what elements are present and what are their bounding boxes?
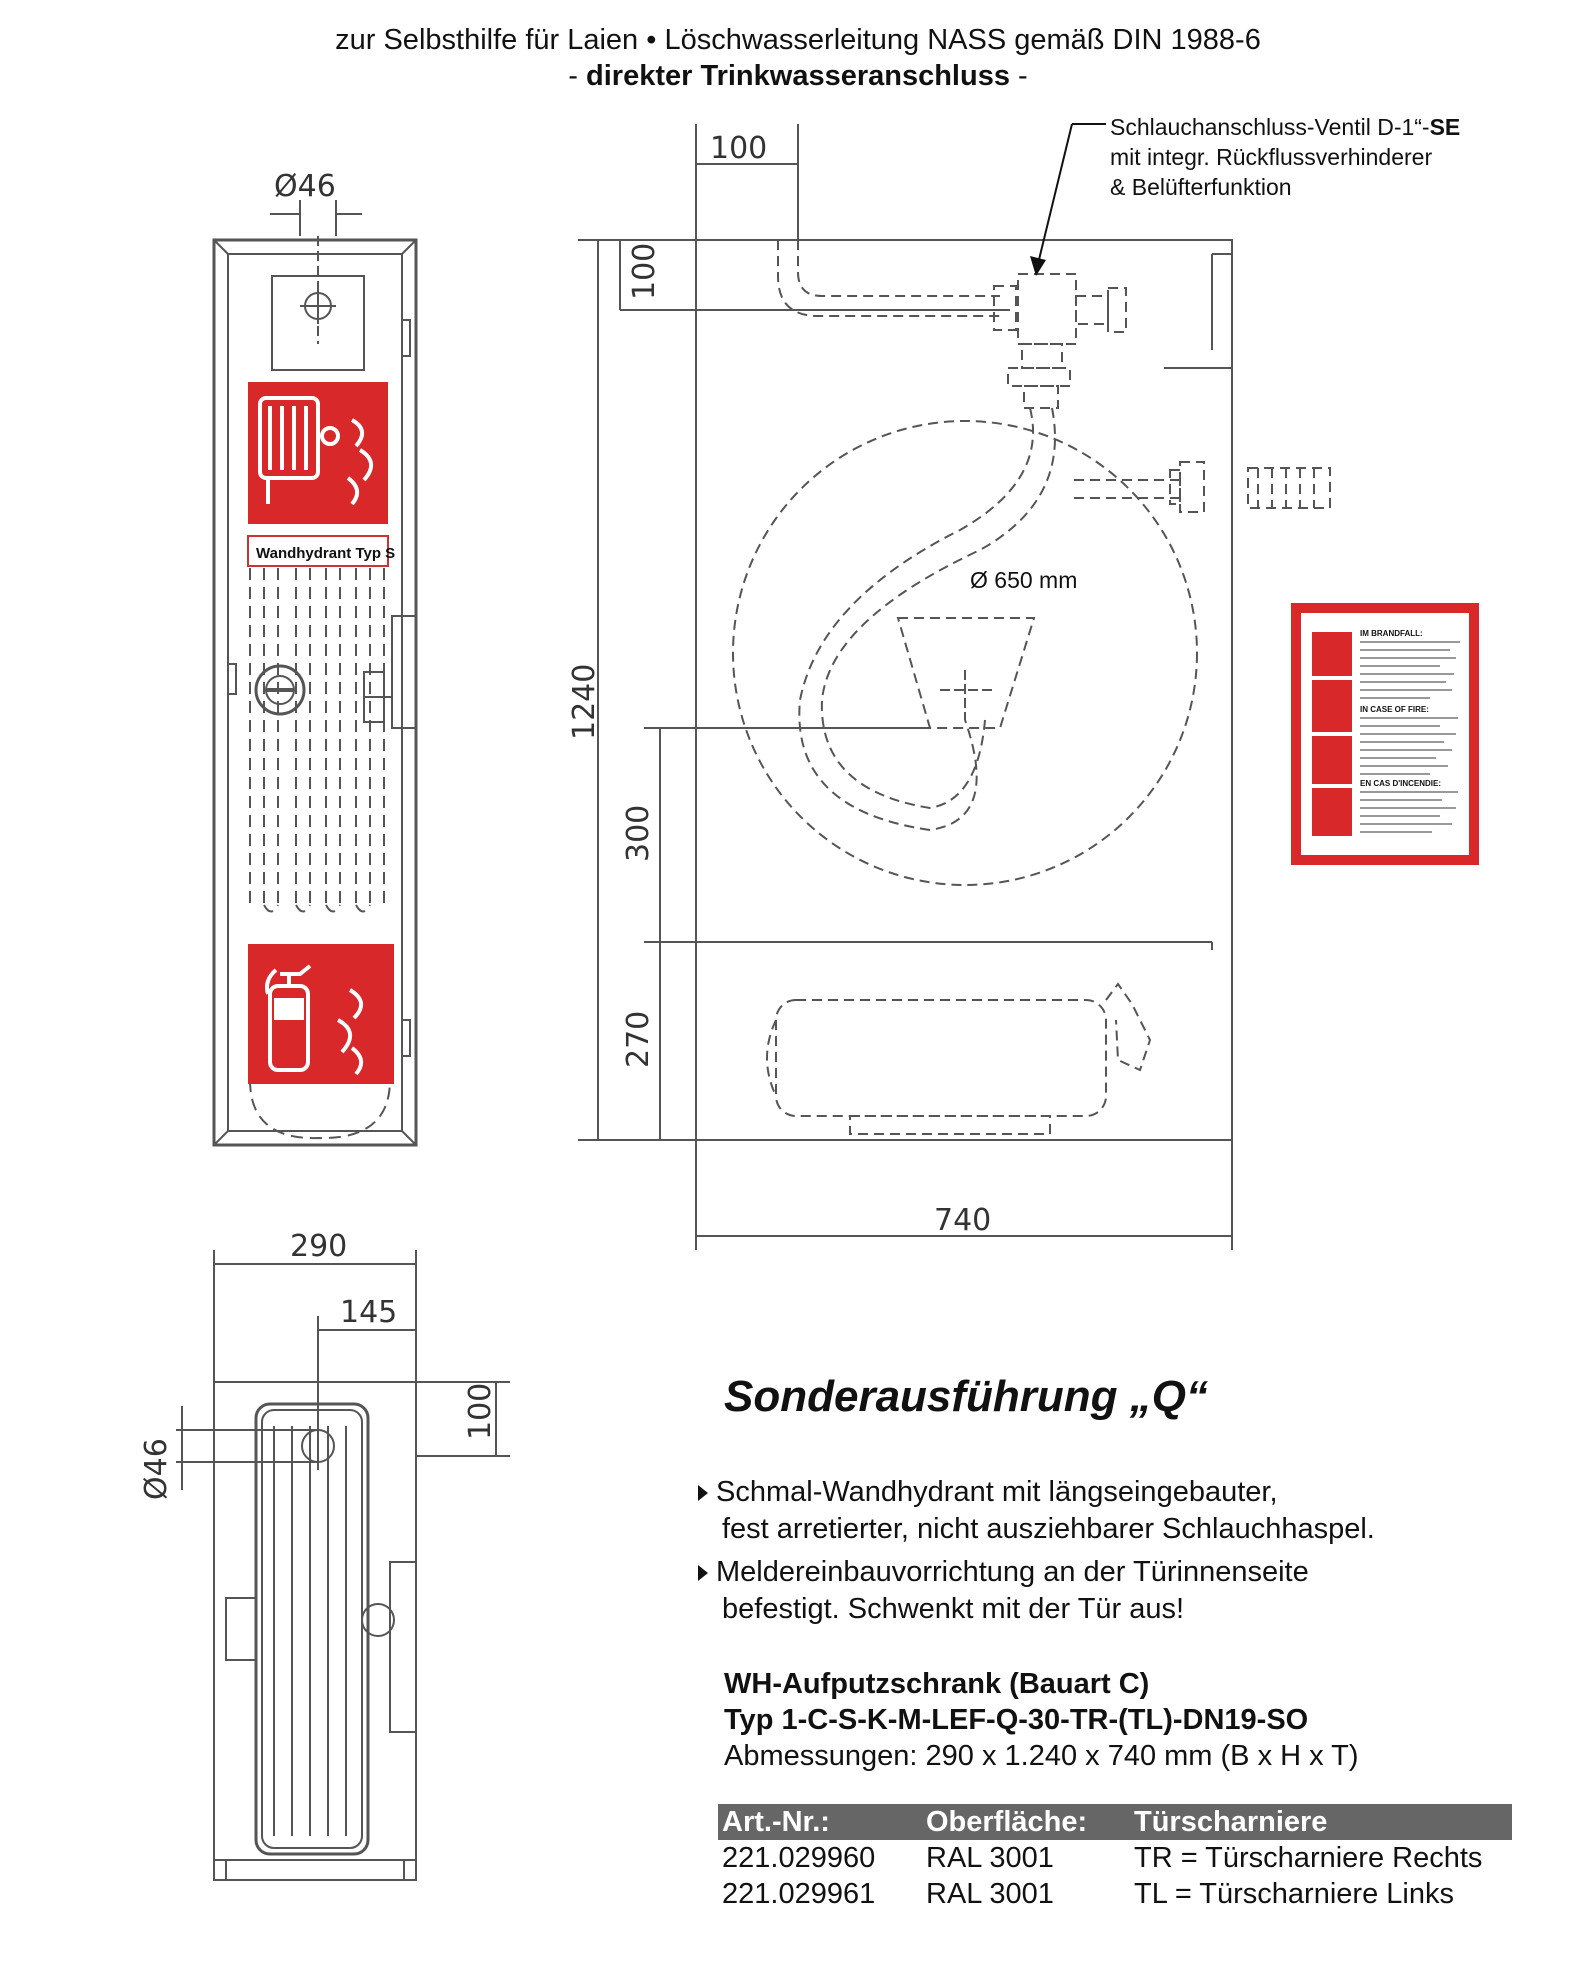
header-tuerscharniere: Türscharniere — [1130, 1804, 1512, 1840]
table-header-row: Art.-Nr.: Oberfläche: Türscharniere — [718, 1804, 1512, 1840]
feature-bullet-2: Meldereinbauvorrichtung an der Türinnens… — [698, 1554, 1309, 1628]
cell-oberflaeche: RAL 3001 — [926, 1841, 1054, 1874]
table-row: 221.029961 RAL 3001 TL = Türscharniere L… — [718, 1876, 1512, 1912]
cell-tuerscharniere: TL = Türscharniere Links — [1134, 1877, 1454, 1910]
annotation-line-1: Schlauchanschluss-Ventil D-1“-SE — [1110, 114, 1461, 140]
header-line-2: - direkter Trinkwasseranschluss - — [568, 60, 1028, 92]
bullet-arrow-icon — [698, 1485, 708, 1502]
hose-reel-icon — [258, 396, 373, 506]
dim-d46-top: Ø46 — [274, 169, 336, 204]
fire-extinguisher-sign — [248, 944, 394, 1084]
dim-740: 740 — [934, 1203, 991, 1238]
header-oberflaeche: Oberfläche: — [922, 1804, 1130, 1840]
spec-line-1: WH-Aufputzschrank (Bauart C) — [724, 1668, 1150, 1700]
sign-heading-1: IM BRANDFALL: — [1360, 629, 1423, 638]
dim-300: 300 — [621, 805, 656, 862]
dim-145: 145 — [340, 1295, 397, 1330]
cabinet-label-text: Wandhydrant Typ S — [256, 545, 395, 562]
sign-heading-3: EN CAS D'INCENDIE: — [1360, 779, 1441, 788]
annotation-line-2: mit integr. Rückflussverhinderer — [1110, 144, 1433, 170]
specification-block: WH-Aufputzschrank (Bauart C) Typ 1-C-S-K… — [724, 1666, 1359, 1774]
product-title: Sonderausführung „Q“ — [724, 1372, 1208, 1421]
feature-bullet-1: Schmal-Wandhydrant mit längseingebauter,… — [698, 1474, 1375, 1548]
dim-100-left: 100 — [627, 243, 662, 300]
article-table: Art.-Nr.: Oberfläche: Türscharniere 221.… — [718, 1804, 1512, 1912]
front-view-cabinet — [212, 200, 418, 1147]
spec-line-3: Abmessungen: 290 x 1.240 x 740 mm (B x H… — [724, 1740, 1359, 1772]
top-view-cabinet — [176, 1250, 510, 1881]
dim-1240: 1240 — [567, 664, 602, 740]
cell-art-nr: 221.029961 — [722, 1877, 876, 1910]
header-art-nr: Art.-Nr.: — [718, 1804, 922, 1840]
instruction-sign — [1291, 603, 1479, 865]
fire-extinguisher-icon — [265, 964, 364, 1076]
dim-290: 290 — [290, 1229, 347, 1264]
document-header: zur Selbsthilfe für Laien • Löschwasserl… — [0, 22, 1596, 94]
cabinet-label-box — [247, 535, 389, 567]
sign-heading-2: IN CASE OF FIRE: — [1360, 705, 1429, 714]
spec-line-2: Typ 1-C-S-K-M-LEF-Q-30-TR-(TL)-DN19-SO — [724, 1704, 1309, 1736]
dim-270: 270 — [621, 1011, 656, 1068]
side-view-cabinet — [578, 123, 1331, 1250]
cell-tuerscharniere: TR = Türscharniere Rechts — [1134, 1841, 1483, 1874]
table-row: 221.029960 RAL 3001 TR = Türscharniere R… — [718, 1840, 1512, 1876]
dim-100-top: 100 — [710, 131, 767, 166]
cell-oberflaeche: RAL 3001 — [926, 1877, 1054, 1910]
dim-100-topview: 100 — [463, 1383, 498, 1440]
dim-d46-topview: Ø46 — [139, 1438, 174, 1500]
valve-annotation: Schlauchanschluss-Ventil D-1“-SE mit int… — [1110, 112, 1460, 202]
cell-art-nr: 221.029960 — [722, 1841, 876, 1874]
dim-diameter-650: Ø 650 mm — [970, 567, 1077, 593]
header-line-1: zur Selbsthilfe für Laien • Löschwasserl… — [335, 24, 1261, 56]
bullet-arrow-icon — [698, 1565, 708, 1582]
annotation-line-3: & Belüfterfunktion — [1110, 174, 1292, 200]
